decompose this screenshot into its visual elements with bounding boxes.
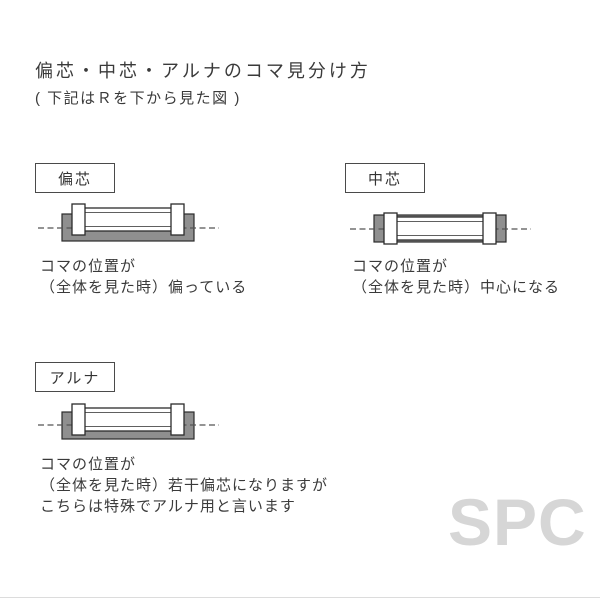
type-label-hensin: 偏芯	[57, 170, 92, 188]
caption-hensin: コマの位置が （全体を見た時）偏っている	[40, 256, 247, 298]
caption-line: コマの位置が	[40, 456, 137, 473]
type-label-nakashin: 中芯	[367, 170, 402, 188]
caption-line: （全体を見た時）若干偏芯になりますが	[40, 477, 329, 494]
caption-nakashin: コマの位置が （全体を見た時）中心になる	[352, 256, 560, 298]
caption-line: こちらは特殊でアルナ用と言います	[40, 498, 296, 515]
caption-line: （全体を見た時）中心になる	[352, 279, 561, 296]
spool-white-part	[383, 212, 497, 245]
type-label-box-aruna: アルナ	[35, 362, 115, 392]
caption-line: コマの位置が	[352, 258, 449, 275]
spool-white-part	[71, 403, 185, 436]
page-title: 偏芯・中芯・アルナのコマ見分け方	[35, 61, 371, 81]
type-label-box-hensin: 偏芯	[35, 163, 115, 193]
spool-white-part	[71, 203, 185, 236]
caption-line: （全体を見た時）偏っている	[40, 279, 248, 296]
caption-aruna: コマの位置が （全体を見た時）若干偏芯になりますが こちらは特殊でアルナ用と言い…	[40, 454, 328, 517]
type-label-aruna: アルナ	[49, 369, 101, 387]
koma-diagram-aruna	[38, 403, 219, 440]
type-label-box-nakashin: 中芯	[345, 163, 425, 193]
bottom-divider	[0, 597, 600, 598]
koma-diagram-nakashin	[350, 212, 531, 245]
caption-line: コマの位置が	[40, 258, 137, 275]
koma-diagram-hensin	[38, 203, 219, 242]
page-subtitle: ( 下記はＲを下から見た図 )	[35, 90, 241, 107]
watermark-spc: SPC	[448, 485, 587, 559]
